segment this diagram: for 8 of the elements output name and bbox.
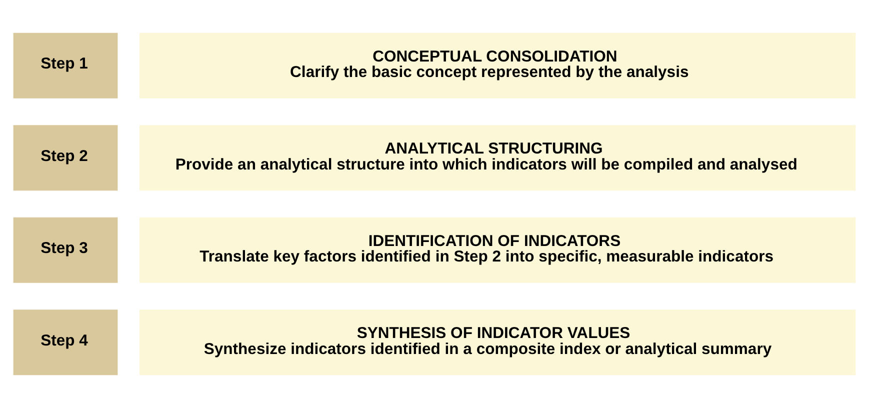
node-box: SYNTHESIS OF INDICATOR VALUES Synthesize indicators identified in a composite index or analytical summary: [140, 310, 856, 376]
node-box: Step 2: [13, 125, 118, 191]
node-box: IDENTIFICATION OF INDICATORS Translate key factors identified in Step 2 into specific, measurable indicators: [140, 217, 856, 283]
node-box: Step 4: [13, 310, 118, 376]
node-box: ANALYTICAL STRUCTURING Provide an analytical structure into which indicators will be compiled and analysed: [140, 125, 856, 191]
node-box: Step 3: [13, 217, 118, 283]
node-box: CONCEPTUAL CONSOLIDATION Clarify the basic concept represented by the analysis: [140, 32, 856, 98]
node-box: Step 1: [13, 32, 118, 98]
